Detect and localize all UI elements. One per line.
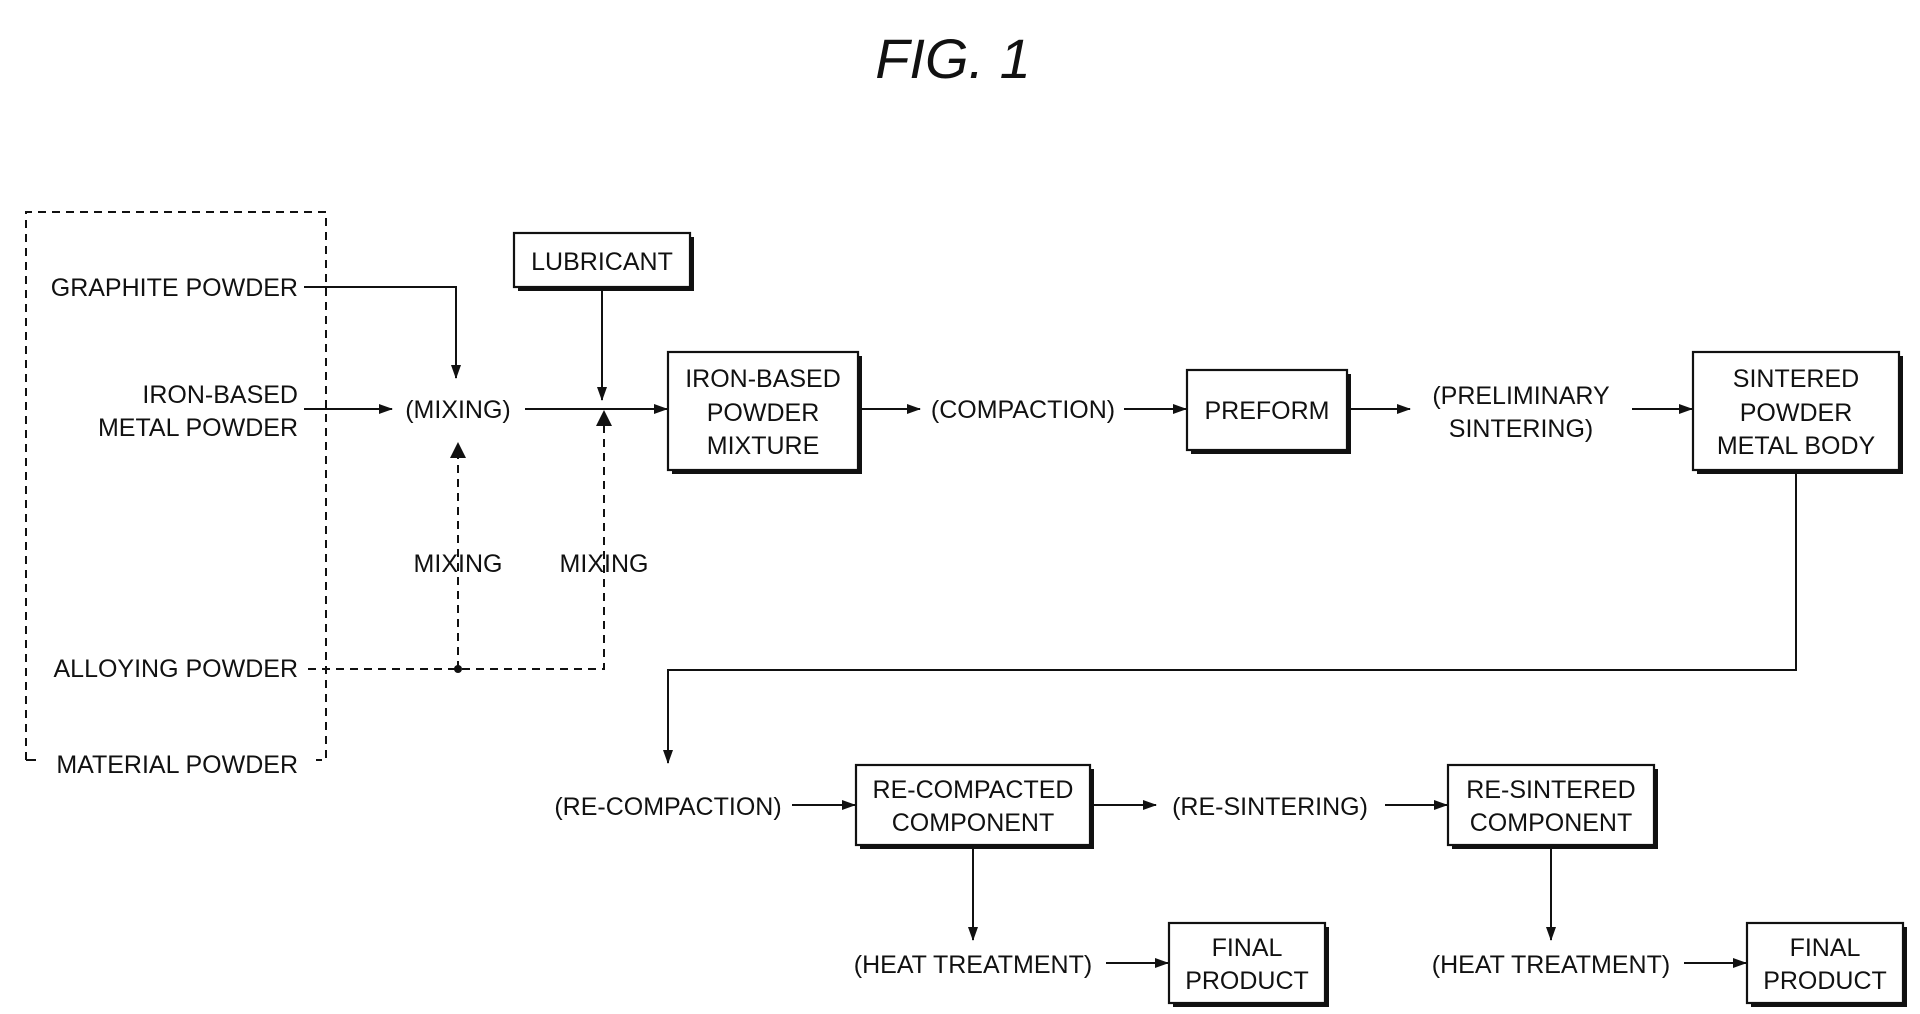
figure-title: FIG. 1 <box>875 27 1031 90</box>
alloying-arrowhead-left <box>450 442 466 458</box>
sintered-body-label-1: SINTERED <box>1733 365 1859 393</box>
resintered-label-2: COMPONENT <box>1470 809 1633 837</box>
mixing-step-label: (MIXING) <box>405 396 511 424</box>
recompacted-label-2: COMPONENT <box>892 809 1055 837</box>
preliminary-sintering-label-1: (PRELIMINARY <box>1432 382 1610 410</box>
final-product-1-label-2: PRODUCT <box>1185 967 1309 995</box>
resintering-step-label: (RE-SINTERING) <box>1172 793 1368 821</box>
lubricant-label: LUBRICANT <box>531 248 673 276</box>
dashed-mixing-label-1: MIXING <box>414 550 503 578</box>
preliminary-sintering-label-2: SINTERING) <box>1449 415 1593 443</box>
dashed-mixing-label-2: MIXING <box>560 550 649 578</box>
powder-mixture-label-2: POWDER <box>707 399 820 427</box>
final-product-2-label-1: FINAL <box>1790 934 1861 962</box>
powder-mixture-label-3: MIXTURE <box>707 432 820 460</box>
final-product-1-label-1: FINAL <box>1212 934 1283 962</box>
material-powder-label: MATERIAL POWDER <box>56 751 298 779</box>
alloying-arrowhead-right <box>596 410 612 426</box>
compaction-step-label: (COMPACTION) <box>931 396 1115 424</box>
alloying-dashed-line <box>308 422 604 669</box>
alloying-junction-dot <box>454 665 462 673</box>
iron-metal-powder-label-1: IRON-BASED <box>142 381 298 409</box>
heat-treatment-label-2: (HEAT TREATMENT) <box>1432 951 1670 979</box>
resintered-label-1: RE-SINTERED <box>1466 776 1635 804</box>
alloying-powder-label: ALLOYING POWDER <box>54 655 299 683</box>
body-to-recompaction-connector <box>668 474 1796 763</box>
graphite-powder-label: GRAPHITE POWDER <box>51 274 298 302</box>
iron-metal-powder-label-2: METAL POWDER <box>98 414 298 442</box>
preform-label: PREFORM <box>1205 397 1330 425</box>
sintered-body-label-3: METAL BODY <box>1717 432 1876 460</box>
powder-mixture-label-1: IRON-BASED <box>685 365 841 393</box>
final-product-2-label-2: PRODUCT <box>1763 967 1887 995</box>
heat-treatment-label-1: (HEAT TREATMENT) <box>854 951 1092 979</box>
sintered-body-label-2: POWDER <box>1740 399 1853 427</box>
recompacted-label-1: RE-COMPACTED <box>873 776 1074 804</box>
recompaction-step-label: (RE-COMPACTION) <box>554 793 781 821</box>
